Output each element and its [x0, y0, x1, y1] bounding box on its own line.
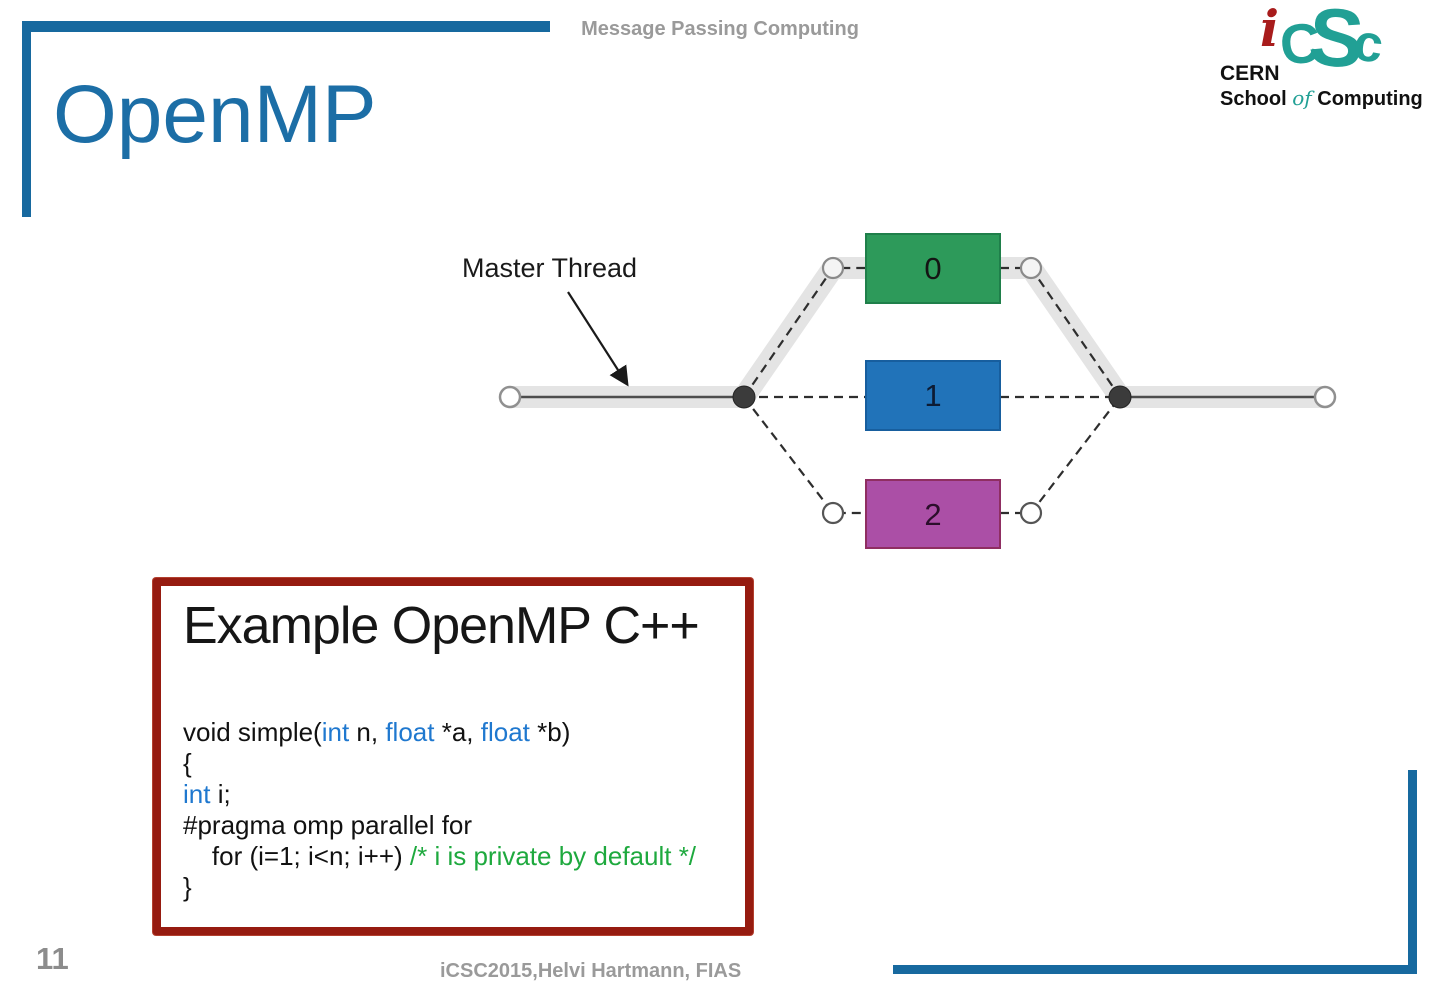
code-example-box: Example OpenMP C++ void simple(int n, fl…: [153, 578, 753, 935]
logo-letter-i: i: [1260, 0, 1279, 58]
code-line: #pragma omp parallel for: [183, 810, 723, 841]
thread-label-0: 0: [924, 251, 941, 286]
code-line: }: [183, 872, 723, 903]
logo-school-suffix: Computing: [1311, 88, 1423, 110]
thread-box-0: [865, 233, 1001, 304]
bottom-border-bar: [893, 965, 1417, 974]
code-token: #pragma omp parallel for: [183, 810, 473, 841]
left-border-bar: [22, 21, 31, 217]
cern-school-of-computing-logo: i C S c CERN School of Computing: [1210, 0, 1436, 114]
logo-school-of: of: [1292, 86, 1312, 110]
thread-label-1: 1: [924, 378, 941, 413]
join-link-thread2: [1000, 396, 1121, 515]
fork-node-dot: [732, 385, 756, 409]
code-token: *b): [529, 717, 571, 748]
logo-school-prefix: School: [1220, 88, 1293, 110]
code-token: int: [183, 779, 211, 810]
thread2-left-circle: [821, 501, 845, 525]
code-token: float: [385, 717, 435, 748]
code-token: i;: [210, 779, 231, 810]
code-token: int: [321, 717, 350, 748]
end-node-circle: [1313, 385, 1337, 409]
master-thread-band-right: [1000, 257, 1325, 408]
right-border-bar: [1408, 770, 1417, 974]
logo-letter-c2: c: [1350, 13, 1387, 75]
fork-link-thread2: [743, 396, 866, 515]
code-lines: void simple(int n, float *a, float *b){i…: [183, 717, 723, 903]
code-line: {: [183, 748, 723, 779]
code-token: float: [480, 717, 530, 748]
code-token: {: [183, 748, 192, 779]
code-token: n,: [349, 717, 386, 748]
code-token: void simple(: [183, 717, 322, 748]
code-token: *a,: [434, 717, 481, 748]
page-title: OpenMP: [53, 69, 377, 160]
code-example-title: Example OpenMP C++: [183, 597, 700, 655]
code-line: void simple(int n, float *a, float *b): [183, 717, 723, 748]
start-node-circle: [498, 385, 522, 409]
code-token: for (i=1; i<n; i++): [183, 841, 410, 872]
thread-box-1: [865, 360, 1001, 431]
join-node-dot: [1108, 385, 1132, 409]
code-line: for (i=1; i<n; i++) /* i is private by d…: [183, 841, 723, 872]
master-thread-label: Master Thread: [462, 253, 637, 283]
thread0-right-circle: [1019, 256, 1043, 280]
master-thread-arrow: [567, 291, 629, 387]
footer-credit: iCSC2015,Helvi Hartmann, FIAS: [440, 960, 742, 982]
code-token: }: [183, 872, 192, 903]
page-number: 11: [36, 941, 69, 976]
thread-label-2: 2: [924, 497, 941, 532]
top-border-bar: [22, 21, 550, 32]
thread-box-2: [865, 479, 1001, 549]
master-thread-band-left: [510, 257, 866, 408]
code-token: /* i is private by default */: [409, 841, 697, 872]
fork-join-diagram: 0 1 2 Master Thread: [462, 233, 1337, 549]
icsc-logo-glyphs: i C S c: [1210, 0, 1436, 86]
logo-school-text: School of Computing: [1220, 86, 1423, 111]
header-title: Message Passing Computing: [581, 18, 859, 40]
logo-org-text: CERN: [1220, 62, 1280, 85]
code-line: int i;: [183, 779, 723, 810]
thread2-right-circle: [1019, 501, 1043, 525]
thread0-left-circle: [821, 256, 845, 280]
